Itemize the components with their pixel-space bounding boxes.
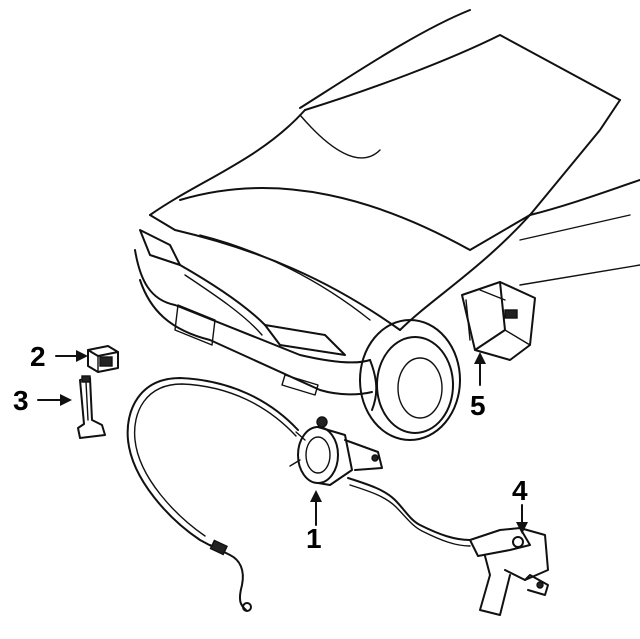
callout-3-arrowhead	[60, 394, 72, 406]
left-headlight	[139, 229, 181, 266]
hood-front-edge	[149, 214, 401, 331]
windshield-base	[179, 187, 531, 251]
windshield-top	[304, 34, 621, 111]
hood-crease	[199, 234, 371, 321]
callout-4-label: 4	[512, 475, 528, 506]
a-pillar	[529, 99, 621, 216]
fog-light	[281, 374, 319, 396]
car-illustration	[134, 9, 640, 441]
callout-1-arrowhead	[310, 490, 322, 502]
callout-5-arrowhead	[474, 352, 486, 364]
grille-inner	[184, 274, 263, 336]
side-trim	[519, 264, 640, 286]
body-side	[529, 179, 640, 216]
right-headlight	[264, 324, 346, 356]
grille	[179, 264, 266, 326]
callout-3-label: 3	[13, 385, 29, 416]
part-4-bracket	[469, 527, 549, 616]
hood-outline	[149, 109, 306, 216]
car-roofline	[299, 9, 471, 109]
windshield-inner	[299, 114, 381, 159]
door-line	[519, 214, 631, 241]
part-1-actuator	[289, 416, 383, 486]
wheel-hub	[397, 357, 443, 419]
callout-4-arrowhead	[516, 522, 528, 534]
bumper-corner	[369, 359, 378, 411]
cable-to-part-4	[347, 477, 471, 541]
accelerator-cable-inner	[133, 383, 297, 537]
callout-2-label: 2	[30, 341, 46, 372]
front-tire	[376, 336, 454, 434]
callout-2-arrowhead	[76, 350, 88, 362]
cable-end-fitting	[209, 544, 247, 611]
front-wheel-arch	[359, 319, 461, 441]
part-2-block	[87, 345, 119, 373]
license-plate	[174, 304, 216, 346]
part-5-control-module	[461, 281, 536, 361]
front-bumper-bottom	[139, 279, 373, 396]
accelerator-cable	[126, 377, 299, 549]
callout-5-label: 5	[470, 390, 486, 421]
callout-1-label: 1	[306, 523, 322, 554]
cable-to-part-4-inner	[349, 484, 471, 547]
part-3-bracket	[77, 375, 106, 439]
front-bumper-top	[134, 249, 371, 364]
